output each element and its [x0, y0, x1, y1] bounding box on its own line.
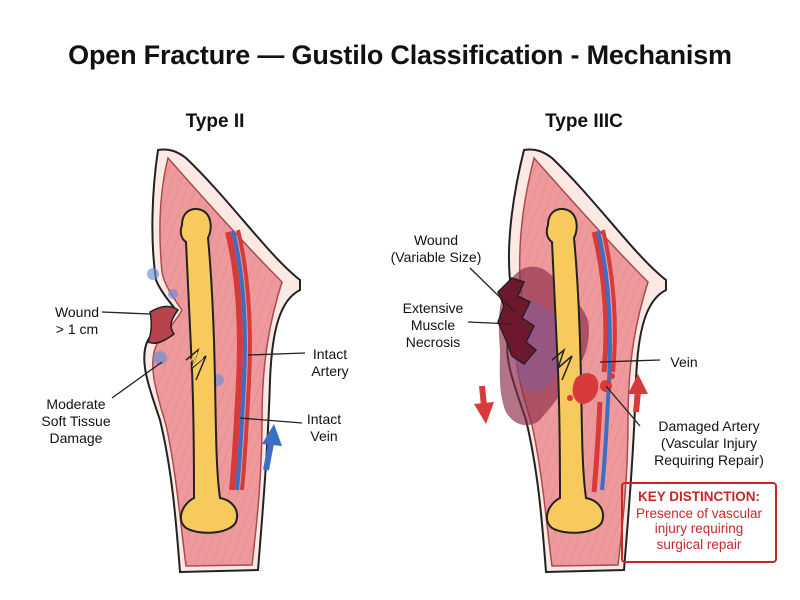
type-ii-limb [101, 148, 306, 574]
key-distinction-line: Presence of vascular [635, 505, 763, 521]
type-iiic-wound [497, 277, 538, 365]
type-iiic-fracture-line [551, 347, 573, 381]
label-vein-type-iiic: Vein [670, 354, 698, 370]
label-soft-tissue-damage: Moderate Soft Tissue Damage [41, 396, 111, 446]
type-ii-femur [179, 207, 238, 534]
type-ii-artery [225, 231, 243, 491]
label-intact-vein: Intact Vein [306, 411, 342, 444]
key-distinction-line: surgical repair [656, 536, 742, 552]
label-damaged-artery: Damaged Artery (Vascular Injury Requirin… [654, 418, 764, 468]
label-wound-type-ii: Wound > 1 cm [54, 304, 100, 337]
label-intact-artery: Intact Artery [311, 346, 349, 379]
type-ii-wound [147, 305, 180, 345]
page-title: Open Fracture — Gustilo Classification -… [68, 40, 732, 70]
type-iiic-femur [545, 207, 604, 534]
key-distinction-heading: KEY DISTINCTION: [637, 489, 760, 504]
type-ii-vein [231, 230, 247, 491]
type-iiic-down-arrow [479, 385, 487, 407]
key-distinction-box: KEY DISTINCTION: Presence of vascular in… [621, 482, 777, 563]
panel-title-type-ii: Type II [185, 111, 245, 132]
panel-title-type-iiic: Type IIIC [545, 111, 623, 132]
label-muscle-necrosis: Extensive Muscle Necrosis [402, 300, 464, 350]
label-wound-type-iiic: Wound (Variable Size) [390, 232, 482, 265]
type-iiic-limb [467, 148, 667, 574]
type-ii-fracture-line [185, 347, 207, 381]
type-iiic-up-arrow [633, 391, 641, 413]
key-distinction-line: injury requiring [654, 521, 744, 536]
type-iiic-artery [591, 231, 609, 373]
